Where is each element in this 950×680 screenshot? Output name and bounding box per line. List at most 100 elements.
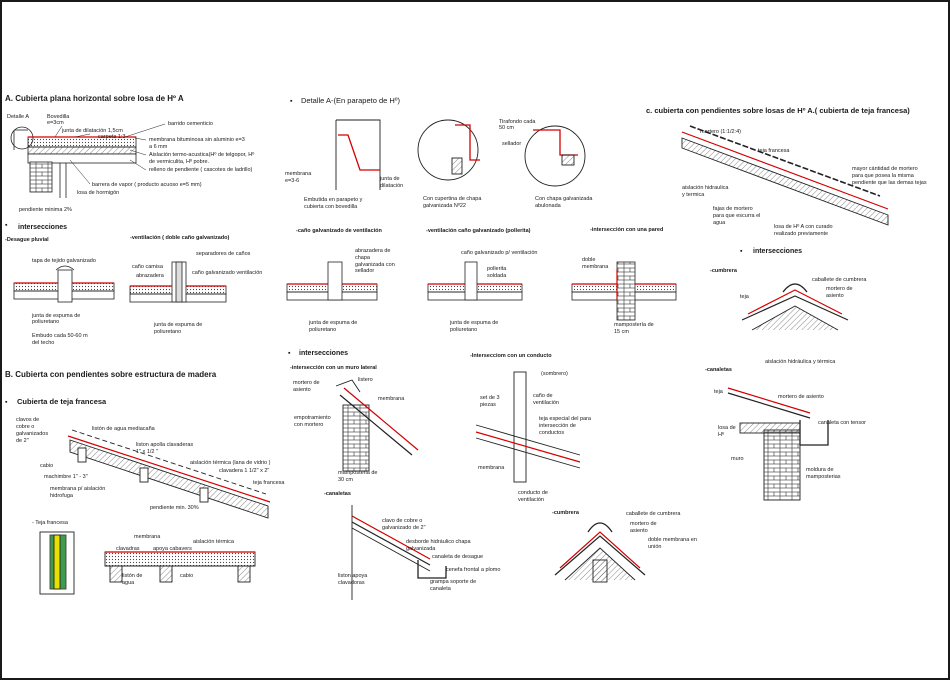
label-c-teja3: conductos — [539, 430, 564, 436]
label-p-tira1: Tirafondo cada — [499, 119, 536, 125]
label-p-membrana: membrana — [285, 171, 312, 177]
conducto-drawing — [475, 371, 581, 483]
label-m-empot1: empotramiento — [294, 415, 331, 421]
label-abr-chapa2: chapa — [355, 255, 371, 261]
section-c-drawing — [681, 125, 889, 226]
label-losa: losa de hormigón — [77, 190, 119, 196]
label-rc-aislacion: aislación hidráulica y térmica — [765, 359, 836, 365]
label-vent-poll-title: -ventilación caño galvanizado (pollerita… — [426, 228, 531, 234]
label-m-mamp2: 30 cm — [338, 477, 353, 483]
label-junta: junta de dilatación 1,5cm — [61, 128, 123, 134]
inter-row-drawings — [13, 261, 677, 321]
label-abr-chapa3: galvanizada con — [355, 262, 395, 268]
label-t-membrana: membrana — [134, 534, 161, 540]
label-r-fajas1: fajas de mortero — [713, 206, 753, 212]
label-p-junta1: junta de — [379, 176, 400, 182]
label-p-tira2: 50 cm — [499, 125, 514, 131]
label-t-liston-agua: listón de agua mediacaña — [92, 426, 156, 432]
label-t-clavos2: cobre o — [16, 424, 34, 430]
label-rc-caballete: caballete de cumbrera — [812, 277, 867, 283]
bullet-deta: ▪ — [290, 98, 293, 105]
wall-brick — [29, 161, 53, 193]
label-junta-esp1: junta de espuma de — [31, 313, 80, 319]
parapet-drawings — [335, 119, 586, 190]
label-m-empot2: con mortero — [294, 422, 323, 428]
label-bovedilla-e: e=3cm — [47, 120, 64, 126]
label-t-teja-francesa: teja francesa — [253, 480, 285, 486]
label-p-chapa1: Con chapa galvanizada — [535, 196, 593, 202]
label-rk-teja: teja — [714, 389, 724, 395]
label-t-apolla2: 1" x 1/2 " — [136, 449, 158, 455]
bullet-2: ▪ — [288, 350, 291, 357]
label-tapa: tapa de tejido galvanizado — [32, 258, 96, 264]
canaletas-mid-drawing — [351, 505, 447, 600]
label-mamp2: 15 cm — [614, 329, 629, 335]
label-t-cabio2: cabio — [180, 573, 193, 579]
label-cu-title: -cumbrera — [552, 510, 580, 516]
label-t-apoya: apoya cabavers — [153, 546, 192, 552]
label-r-losa1: losa de Hº A con curado — [774, 223, 833, 230]
label-t-cabio: cabio — [40, 463, 53, 469]
label-rc-teja: teja — [740, 294, 750, 300]
label-r-mayor3: pendiente que las demas tejas — [852, 180, 927, 186]
label-cm-grampa1: grampa soporte de — [430, 579, 476, 585]
label-pendiente: pendiente minima 2% — [19, 207, 72, 213]
label-cm-clavo2: galvanizado de 2" — [382, 525, 426, 531]
label-rk-muro: muro — [731, 456, 744, 462]
label-t-clavos3: galvanizados — [16, 431, 48, 437]
label-cano-galv-p: caño galvanizado p/ ventilación — [461, 250, 537, 256]
label-r-mayor2: para que posea la misma — [852, 173, 915, 179]
inter-title-2: intersecciones — [299, 350, 348, 357]
inter-title-3: intersecciones — [753, 248, 802, 255]
label-rc-mortero1: mortero de — [826, 286, 853, 292]
right-canaletas-labels: -canaletas teja mortero de asiento canal… — [705, 367, 866, 480]
label-r-fajas3: agua — [713, 220, 726, 226]
label-cu-mortero2: asiento — [630, 528, 648, 534]
label-t-pendiente: pendiente min. 30% — [150, 505, 199, 511]
right-cumbrera-drawing — [741, 283, 849, 331]
label-t-clavadras: clavadras — [116, 546, 140, 552]
label-aislacion2: de vermiculita, Hº pobre. — [149, 158, 210, 165]
label-junta-esp3: junta de espuma de — [153, 322, 202, 328]
label-abr-chapa4: sellador — [355, 268, 374, 274]
label-t-clavadera: clavadera 1 1/2" x 2" — [219, 468, 269, 474]
label-r-mortero: mortero (1:1/2:4) — [700, 129, 741, 135]
section-c-title: c. cubierta con pendientes sobre losas d… — [646, 106, 910, 115]
label-c-membrana: membrana — [478, 465, 505, 471]
label-p-cop1: Con cupertina de chapa — [423, 196, 482, 202]
muro-labels: -intersección con un muro lateral lister… — [290, 365, 405, 483]
muro-drawing — [335, 379, 419, 472]
label-m-title: -intersección con un muro lateral — [290, 365, 377, 371]
flat-leaders — [54, 123, 166, 185]
label-cm-title: -canaletas — [324, 491, 351, 497]
label-embudo1: Embudo cada 50-60 m — [32, 333, 88, 339]
label-p-sellador: sellador — [502, 141, 521, 147]
label-r-losa2: realizado previamente — [774, 231, 828, 237]
label-c-teja1: teja especial del para — [539, 416, 592, 422]
label-t-memb-p1: membrana p/ aislación — [50, 486, 105, 492]
label-t-machimbre: machimbre 1" - 3" — [44, 474, 88, 480]
section-b1-title: Cubierta de teja francesa — [17, 397, 107, 406]
label-t-clavos1: clavos de — [16, 417, 39, 423]
label-cu-doble2: unión — [648, 544, 661, 550]
label-c-sombrero: (sombrero) — [541, 371, 568, 377]
label-membrana1: membrana bituminosa sin aluminio e=3 — [149, 137, 245, 143]
label-cu-caballete: caballete de cumbrera — [626, 511, 681, 517]
inter-row-labels: -Desague pluvial tapa de tejido galvaniz… — [5, 227, 663, 346]
label-r-mayor1: mayor cántidad de mortero — [852, 166, 918, 172]
label-detalle-a: Detalle A — [7, 114, 29, 120]
label-junta-esp2: poliuretano — [32, 319, 59, 325]
label-mamp1: mampostería de — [614, 322, 654, 328]
label-m-membrana: membrana — [378, 396, 405, 402]
conducto-labels: -Intersecciom con un conducto (sombrero)… — [470, 353, 592, 503]
label-c-cano1: caño de — [533, 393, 553, 399]
label-rk-canaletas: -canaletas — [705, 367, 732, 373]
label-c-set1: set de 3 — [480, 395, 500, 401]
label-cm-grampa2: canaleta — [430, 586, 452, 592]
label-t-memb-p2: hidrofuga — [50, 493, 74, 499]
label-membrana2: a 6 mm — [149, 144, 168, 150]
label-rc-cumbrera: -cumbrera — [710, 268, 738, 274]
label-junta-esp4: poliuretano — [154, 329, 181, 335]
slab — [27, 153, 137, 164]
label-junta-esp6: poliuretano — [309, 327, 336, 333]
